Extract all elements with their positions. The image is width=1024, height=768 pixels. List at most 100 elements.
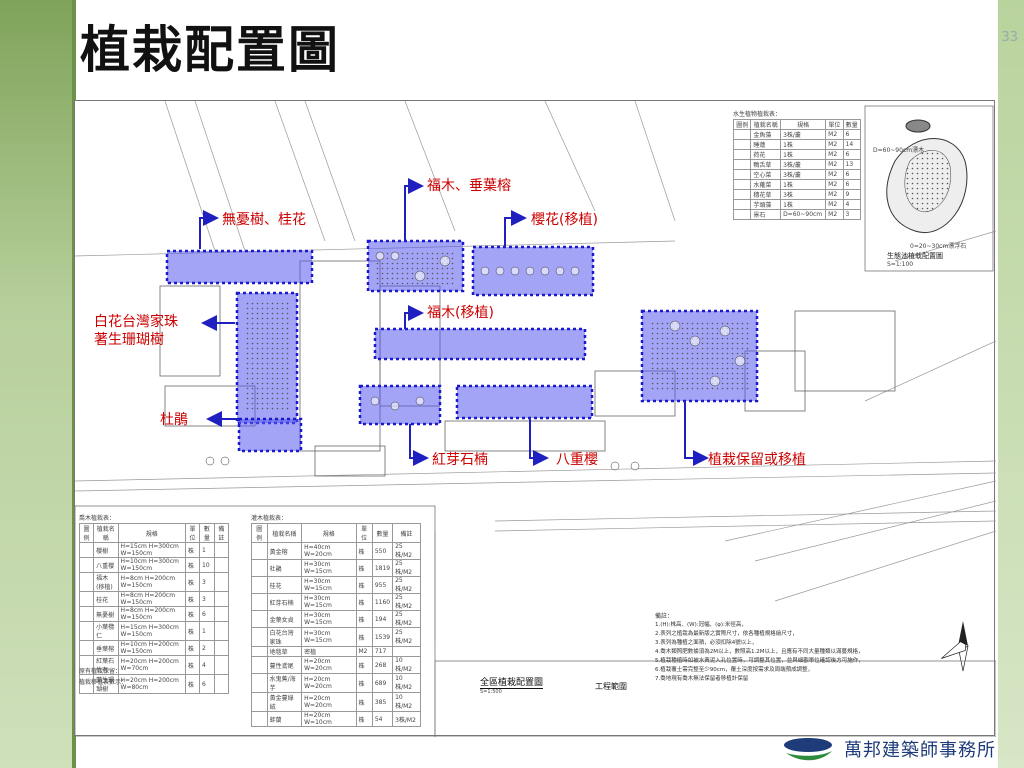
note-item: 3.表列為種植之面積，必須扣除4號以上， [655,640,758,646]
tree-table-row-cell [213,640,230,656]
aquatic-table-row-cell: 13 [842,159,862,170]
tree-table-row-cell [78,542,95,558]
aquatic-table-row-cell: 9 [842,189,862,200]
aquatic-table-row-cell: M2 [825,149,844,160]
shrub-table-row-cell: 株 [355,656,373,674]
shrub-table-row-cell: 水鬼蕉/海芋 [266,673,303,693]
tree-table-row-cell: 福木(移植) [93,572,119,592]
north-arrow-icon [941,621,969,672]
aquatic-table-row-cell [732,209,752,220]
pond-scale: S=1:100 [887,261,914,268]
tree-table-title: 喬木植栽表： [79,515,116,522]
shrub-table-row-cell: 25株/M2 [392,610,421,628]
tree-table-row-cell [213,591,230,607]
aquatic-table-row-cell: 6 [842,169,862,180]
shrub-table-row-cell: 株 [355,711,373,727]
aquatic-table-row-cell: 1株 [780,149,827,160]
tree-table-row-cell: H=15cm H=300cm W=150cm [117,542,186,558]
tree-table-row-cell: 小葉欖仁 [93,621,119,641]
aquatic-table-row-cell: 4 [842,199,862,210]
callout-baihua-line: 白花台灣家珠 [94,314,178,330]
slide-title: 植栽配置圖 [80,20,340,79]
tree-table-row-cell: 株 [184,655,201,675]
tree-table-row-cell [78,606,95,622]
shrub-table-row-cell: 蚌蘭 [266,711,303,727]
shrub-table-row-cell: 黃金榕 [266,542,303,560]
shrub-table-row-cell: 1160 [371,593,394,611]
shrub-table-row-cell [251,610,268,628]
aquatic-table-row-cell [732,179,752,190]
callout-hongya: 紅芽石楠 [432,452,488,468]
tree-table-row-cell [213,606,230,622]
planting-plan-drawing: 生態池植栽配置圖 S=1:100 D=60~90cm漂木 0=20~30cm漂浮… [74,100,996,737]
tree-table-row-cell: 4 [199,655,215,675]
tree-table-row-cell: H=8cm H=200cm W=150cm [117,572,186,592]
arrow-fuki2 [404,305,424,329]
tree-header-cell: 植栽名稱 [93,523,119,543]
tree-table-row-cell: 株 [184,640,201,656]
tree-table-row-cell: 2 [199,640,215,656]
aquatic-table-row-cell: M2 [825,209,844,220]
shrub-table-row-cell: 株 [355,610,373,628]
callout-arrows [199,178,709,466]
shrub-table-row-cell: 白花台灣家珠 [266,627,303,647]
aquatic-table-row-cell: D=60~90cm [780,209,827,220]
tree-table-row-cell: 10 [199,557,215,573]
tree-table-row-cell: H=8cm H=200cm W=150cm [117,606,186,622]
aquatic-table-row-cell: M2 [825,189,844,200]
aquatic-table-row-cell: 空心菜 [750,169,782,180]
aquatic-table-row-cell: 14 [842,139,862,150]
tree-table-row-cell: 垂葉榕 [93,640,119,656]
tree-table-row-cell: 株 [184,572,201,592]
shrub-table-row-cell: 1819 [371,559,394,577]
note-item: 4.喬木類照肥數據須為2M以上，數照高1.2M以上，且應有不同大量種類以滿蔓規格… [655,649,864,655]
shrub-table-row-cell: 25株/M2 [392,576,421,594]
shrub-table-row-cell: 1539 [371,627,394,647]
shrub-table-row-cell: H=30cm W=15cm [301,593,357,611]
tree-table-row-cell: 3 [199,572,215,592]
tree-table-row-cell: 櫻樹 [93,542,119,558]
bottom-section-frames [75,505,996,737]
shrub-table-row-cell: 54 [371,711,394,727]
aquatic-table-row-cell [732,189,752,200]
shrub-table-row-cell: H=30cm W=15cm [301,627,357,647]
main-plan-caption: 全區植栽配置圖 [480,675,544,689]
aquatic-table-row-cell [732,169,752,180]
arrow-sakura [504,210,527,247]
left-decorative-band [0,0,72,768]
shrub-header-cell: 植栽名稱 [266,523,303,543]
aquatic-table-row-cell: 3 [842,209,862,220]
callout-baihua-line: 著生珊瑚樹 [94,332,164,348]
pond-dim-2: 0=20~30cm漂浮石 [910,243,967,250]
aquatic-table-row-cell: 穗花草 [750,189,782,200]
tree-table-row-cell: 蘭生珊瑚樹 [93,674,119,694]
tree-table-row-cell: 1 [199,621,215,641]
shrub-table-row-cell: 金葉女貞 [266,610,303,628]
shrub-table-row-cell: H=20cm W=20cm [301,656,357,674]
tree-table-row-cell: 3 [199,591,215,607]
aquatic-table-row-cell [732,149,752,160]
aquatic-header-cell: 圖例 [732,119,752,130]
aquatic-table-row-cell: 睡蓮 [750,139,782,150]
shrub-table-row-cell [251,692,268,712]
shrub-table-row-cell: 株 [355,576,373,594]
shrub-table-row-cell: 10株/M2 [392,673,421,693]
shrub-table-row-cell [251,711,268,727]
aquatic-header-cell: 單位 [825,119,844,130]
shrub-table-row-cell: 黃金蔓綠絨 [266,692,303,712]
shrub-table-row-cell: 株 [355,627,373,647]
shrub-table-row-cell: 25株/M2 [392,627,421,647]
shrub-table-row-cell [251,559,268,577]
tree-table-header: 圖例 植栽名稱 規格 單位 數量 備註 [78,523,230,543]
tree-table-row-cell: H=20cm H=200cm W=70cm [117,655,186,675]
